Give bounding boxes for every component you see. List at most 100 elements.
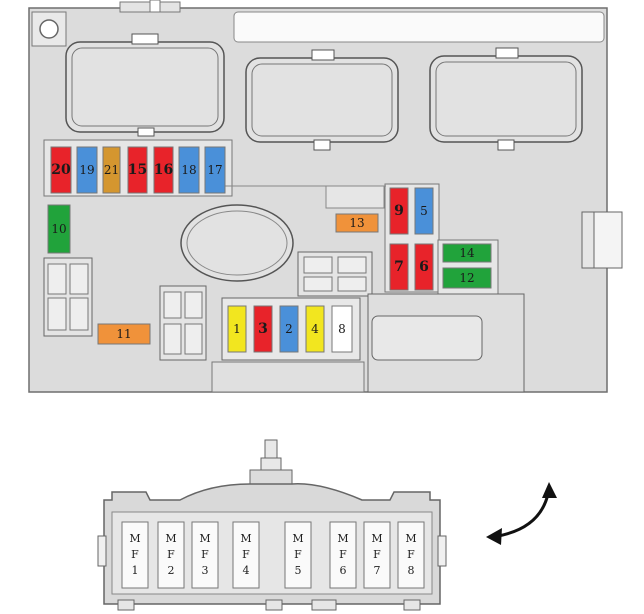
maxi-fuse-8: MF 8 bbox=[397, 521, 425, 589]
mount-hole-icon bbox=[39, 19, 59, 39]
maxi-fuse-letter: F bbox=[373, 548, 381, 561]
fuse-label: 9 bbox=[394, 203, 404, 219]
grid-cell bbox=[163, 291, 182, 319]
foot bbox=[403, 599, 421, 611]
fuse-10: 10 bbox=[47, 204, 71, 254]
maxi-fuse-letter: M bbox=[199, 532, 210, 545]
foot bbox=[265, 599, 283, 611]
fuse-13: 13 bbox=[335, 213, 379, 233]
fuse-body bbox=[305, 305, 325, 353]
fuse-2: 2 bbox=[279, 305, 299, 353]
fuse-9: 9 bbox=[389, 187, 409, 235]
fuse-label: 14 bbox=[459, 246, 475, 260]
fuse-8: 8 bbox=[331, 305, 353, 353]
grid-cell bbox=[184, 291, 203, 319]
fuse-label: 19 bbox=[79, 163, 94, 177]
maxi-fuse-body bbox=[121, 521, 149, 589]
fuse-label: 1 bbox=[233, 322, 241, 336]
maxi-fuse-body bbox=[329, 521, 357, 589]
fuse-16: 16 bbox=[153, 146, 174, 194]
fuse-12: 12 bbox=[442, 267, 492, 289]
fuse-label: 12 bbox=[459, 271, 474, 285]
relay-connector-2 bbox=[245, 49, 399, 151]
fuse-body bbox=[76, 146, 98, 194]
small-housing bbox=[325, 185, 385, 209]
fuse-label: 8 bbox=[338, 322, 346, 336]
fuse-label: 2 bbox=[285, 322, 293, 336]
maxi-fuse-letter: M bbox=[240, 532, 251, 545]
fuse-6: 6 bbox=[414, 243, 434, 291]
grid-cell bbox=[47, 263, 67, 295]
maxi-fuse-letter: F bbox=[201, 548, 209, 561]
fuse-14: 14 bbox=[442, 243, 492, 263]
grid-cell bbox=[69, 263, 89, 295]
maxi-fuse-letter: 2 bbox=[168, 564, 175, 577]
fuse-body bbox=[442, 243, 492, 263]
maxi-fuse-letter: 5 bbox=[295, 564, 302, 577]
fuse-label: 10 bbox=[51, 222, 66, 236]
fuse-body bbox=[389, 243, 409, 291]
fuse-body bbox=[47, 204, 71, 254]
fuse-body bbox=[253, 305, 273, 353]
maxi-fuse-3: MF 3 bbox=[191, 521, 219, 589]
maxi-fuse-7: MF7 bbox=[363, 521, 391, 589]
fuse-body bbox=[442, 267, 492, 289]
fuse-body bbox=[204, 146, 226, 194]
fuse-label: 7 bbox=[394, 259, 404, 275]
relay-connector-1 bbox=[65, 33, 225, 137]
maxi-fuse-letter: M bbox=[405, 532, 416, 545]
maxi-fuse-body bbox=[284, 521, 312, 589]
maxi-fuse-1: MF1 bbox=[121, 521, 149, 589]
fuse-21: 21 bbox=[102, 146, 121, 194]
maxi-fuse-letter: F bbox=[339, 548, 347, 561]
fuse-body bbox=[127, 146, 148, 194]
grid-cell bbox=[69, 297, 89, 331]
fuse-body bbox=[335, 213, 379, 233]
fuse-body bbox=[153, 146, 174, 194]
fuse-7: 7 bbox=[389, 243, 409, 291]
fuse-19: 19 bbox=[76, 146, 98, 194]
grid-cell bbox=[184, 323, 203, 355]
fuse-label: 6 bbox=[419, 259, 429, 275]
maxi-fuse-letter: M bbox=[129, 532, 140, 545]
fuse-body bbox=[97, 323, 151, 345]
fuse-label: 13 bbox=[349, 216, 364, 230]
fuse-17: 17 bbox=[204, 146, 226, 194]
maxi-fuse-block bbox=[97, 439, 447, 611]
grid-cell bbox=[303, 276, 333, 292]
fuse-3: 3 bbox=[253, 305, 273, 353]
maxi-fuse-letter: F bbox=[167, 548, 175, 561]
maxi-fuse-body bbox=[157, 521, 185, 589]
fuse-4: 4 bbox=[305, 305, 325, 353]
fuse-15: 15 bbox=[127, 146, 148, 194]
fuse-label: 20 bbox=[51, 162, 71, 178]
foot bbox=[117, 599, 135, 611]
foot bbox=[311, 599, 337, 611]
socket-inner bbox=[371, 315, 483, 361]
maxi-fuse-6: MF6 bbox=[329, 521, 357, 589]
maxi-fuse-letter: F bbox=[407, 548, 415, 561]
grid-cell bbox=[47, 297, 67, 331]
curved-double-arrow-icon bbox=[486, 482, 557, 545]
maxi-fuse-letter: 8 bbox=[408, 564, 415, 577]
maxi-fuse-2: MF2 bbox=[157, 521, 185, 589]
maxi-fuse-letter: M bbox=[292, 532, 303, 545]
maxi-fuse-letter: 1 bbox=[132, 564, 139, 577]
top-clip-tab bbox=[149, 0, 161, 13]
oval-boss bbox=[180, 204, 294, 282]
fuse-body bbox=[227, 305, 247, 353]
grid-cell bbox=[303, 256, 333, 274]
fuse-body bbox=[178, 146, 200, 194]
maxi-fuse-letter: 3 bbox=[202, 564, 209, 577]
side-notch bbox=[437, 535, 447, 567]
maxi-fuse-body bbox=[397, 521, 425, 589]
maxi-fuse-letter: 7 bbox=[374, 564, 381, 577]
maxi-fuse-5: MF5 bbox=[284, 521, 312, 589]
fuse-label: 18 bbox=[181, 163, 196, 177]
maxi-fuse-letter: 4 bbox=[243, 564, 250, 577]
fuse-5: 5 bbox=[414, 187, 434, 235]
